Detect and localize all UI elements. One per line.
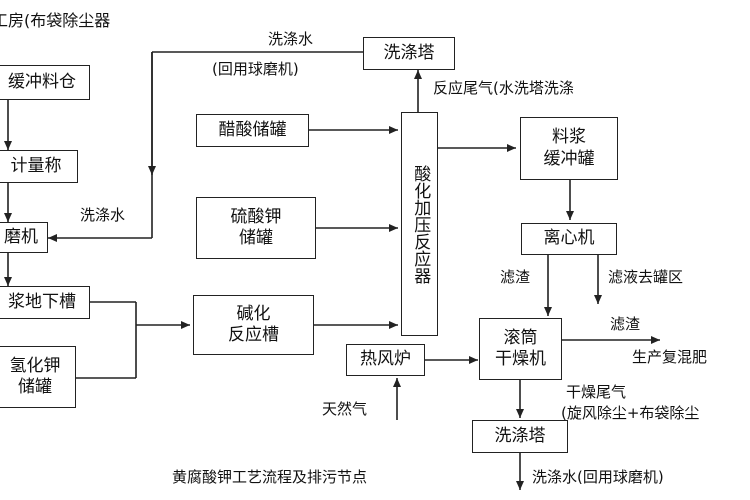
- reaction-gas-label: 反应尾气(水洗塔洗涤: [433, 79, 574, 97]
- mill-box: 磨机: [0, 222, 48, 253]
- drum-dryer-box: 滚筒 干燥机: [479, 318, 562, 380]
- reuse-mill-top-label: (回用球磨机): [212, 60, 299, 78]
- dry-gas-label: 干燥尾气: [566, 383, 627, 401]
- filter-residue-label: 滤渣: [500, 268, 531, 286]
- pressure-reactor-box: 酸化加压反应器: [401, 112, 438, 336]
- weigher-box: 计量称: [0, 150, 78, 183]
- buffer-bin-box: 缓冲料仓: [0, 65, 90, 100]
- underground-tank-box: 浆地下槽: [0, 286, 90, 319]
- acetic-acid-tank-box: 醋酸储罐: [196, 114, 309, 147]
- scrubber-top-box: 洗涤塔: [363, 37, 455, 70]
- hot-air-furnace-box: 热风炉: [346, 344, 425, 376]
- residue-out-label: 滤渣: [610, 315, 641, 333]
- filtrate-label: 滤液去罐区: [608, 268, 684, 286]
- potassium-sulfate-tank-box: 硫酸钾 储罐: [196, 197, 316, 259]
- alkali-reaction-tank-box: 碱化 反应槽: [193, 295, 314, 355]
- plant-label: 工房(布袋除尘器: [0, 11, 111, 30]
- slurry-buffer-box: 料浆 缓冲罐: [520, 117, 618, 180]
- koh-tank-box: 氢化钾 储罐: [0, 346, 76, 408]
- wash-water-bottom-label: 洗涤水(回用球磨机): [532, 468, 664, 486]
- dust-removal-label: (旋风除尘+布袋除尘: [561, 404, 700, 422]
- wash-water-left-label: 洗涤水: [80, 206, 126, 224]
- diagram-title: 黄腐酸钾工艺流程及排污节点: [172, 468, 368, 486]
- wash-water-top-label: 洗涤水: [268, 30, 314, 48]
- natural-gas-label: 天然气: [322, 400, 368, 418]
- production-label: 生产复混肥: [632, 348, 708, 366]
- centrifuge-box: 离心机: [521, 223, 617, 255]
- scrubber-bottom-box: 洗涤塔: [472, 420, 568, 453]
